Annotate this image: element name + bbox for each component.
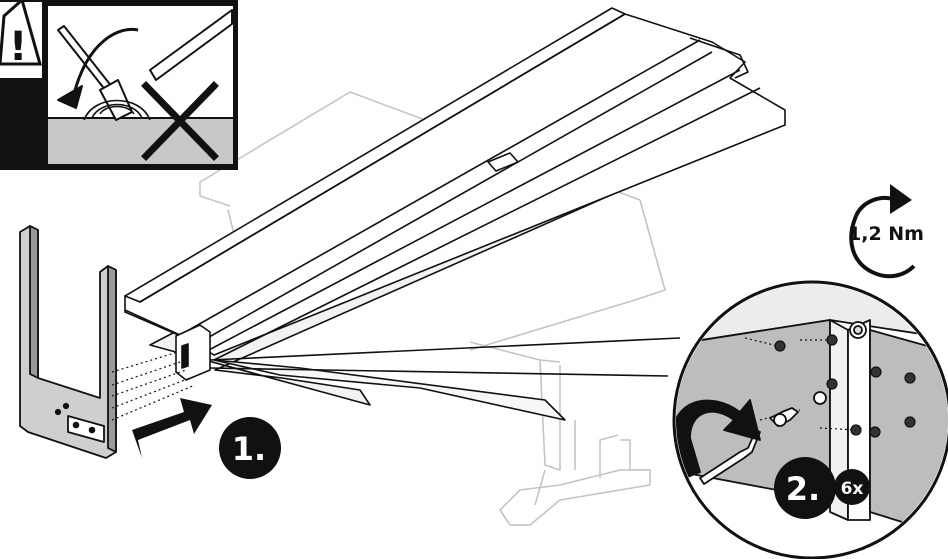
alignment-guides — [111, 351, 196, 421]
push-arrow — [132, 398, 212, 458]
cross-icon — [141, 81, 219, 161]
quantity-label: 6x — [841, 479, 864, 499]
torque-indicator: 1,2 Nm — [848, 184, 924, 279]
warning-symbol: ! — [9, 24, 27, 70]
torque-value: 1,2 Nm — [848, 223, 924, 245]
step-1-label: 1. — [232, 430, 266, 468]
detail-zoom — [672, 280, 948, 559]
u-bracket — [19, 225, 117, 459]
step-2-label: 2. — [786, 470, 820, 508]
quantity-badge: 6x — [834, 469, 870, 505]
warning-triangle-icon: ! — [0, 0, 42, 70]
cable-tray — [124, 7, 786, 421]
warning-panel: ! — [0, 0, 238, 170]
no-hammer-icon — [57, 9, 233, 121]
callout-lines — [209, 337, 681, 377]
step-1-badge: 1. — [219, 417, 281, 479]
step-2-badge: 2. — [774, 457, 836, 519]
rotation-arrow-icon — [849, 215, 916, 279]
